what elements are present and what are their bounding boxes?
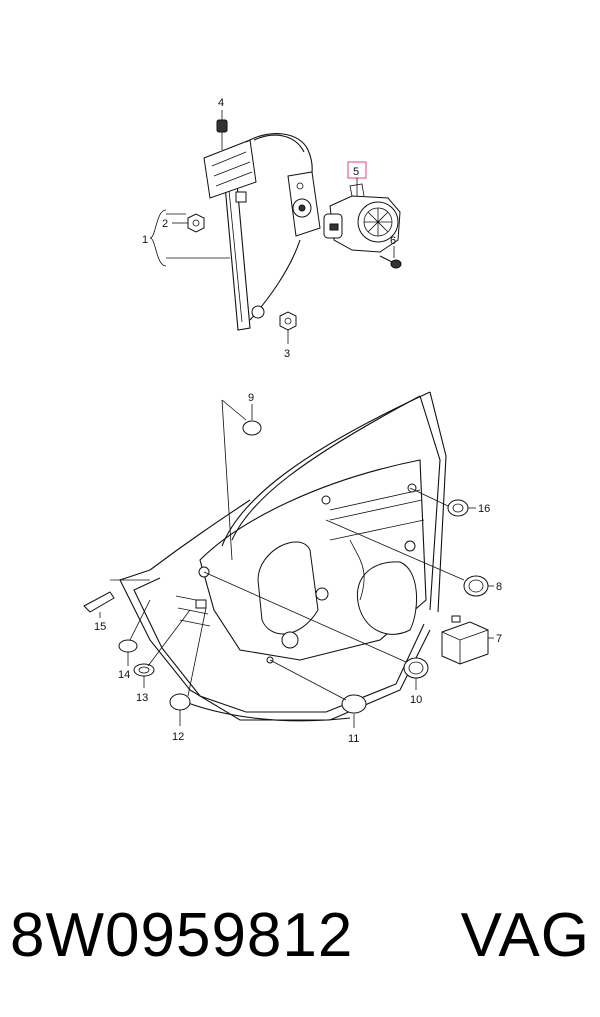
brand-label: VAG [460,900,590,970]
callout-3: 3 [284,348,290,360]
window-motor [323,183,402,269]
exploded-parts-diagram: 1 2 3 4 5 6 7 8 9 10 11 12 13 14 15 16 [83,97,502,745]
callout-4: 4 [218,97,224,109]
callout-14: 14 [118,669,130,681]
leader-lines-upper [149,110,395,344]
callout-6: 6 [390,235,396,247]
callout-15: 15 [94,621,106,633]
callout-16: 16 [478,503,490,515]
door-panel [119,391,447,722]
callout-1: 1 [142,234,148,246]
callout-7: 7 [496,633,502,645]
callout-12: 12 [172,731,184,743]
callout-5: 5 [353,166,359,178]
footer: 8W0959812 VAG [10,880,590,990]
callout-10: 10 [410,694,422,706]
door-small-parts [83,420,489,714]
window-regulator-assembly [187,119,321,331]
callout-2: 2 [162,218,168,230]
callout-13: 13 [136,692,148,704]
callout-11: 11 [348,733,359,745]
part-number: 8W0959812 [10,900,354,970]
callout-9: 9 [248,392,254,404]
callout-labels: 1 2 3 4 5 6 7 8 9 10 11 12 13 14 15 16 [94,97,502,745]
leader-lines-lower [99,399,494,728]
callout-8: 8 [496,581,502,593]
